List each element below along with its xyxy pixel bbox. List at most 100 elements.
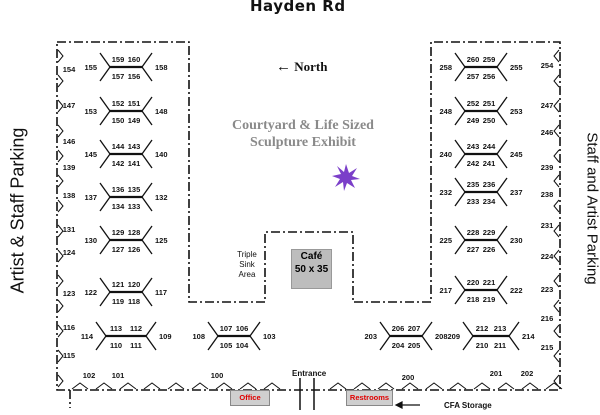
booth-wall (99, 153, 111, 169)
wall-booth-edge (545, 382, 563, 390)
booth-wall (141, 182, 153, 198)
booth-wall (99, 96, 111, 112)
booth-129: 129 (112, 228, 125, 237)
booth-140: 140 (155, 150, 168, 159)
wall-booth-edge (215, 382, 233, 390)
arrow-left-icon: ← (276, 59, 291, 75)
booth-244: 244 (483, 142, 496, 151)
booth-247: 247 (541, 101, 554, 110)
booth-251: 251 (483, 99, 496, 108)
booth-217: 217 (439, 286, 452, 295)
booth-106: 106 (236, 324, 249, 333)
booth-wall (496, 66, 508, 82)
booth-157: 157 (112, 72, 125, 81)
wall-booth-edge (57, 324, 64, 338)
booth-152: 152 (112, 99, 125, 108)
booth-255: 255 (510, 63, 523, 72)
booth-wall (496, 52, 508, 68)
booth-105: 105 (220, 341, 233, 350)
booth-wall (496, 239, 508, 255)
booth-104: 104 (236, 341, 249, 350)
booth-wall (141, 96, 153, 112)
booth-125: 125 (155, 236, 168, 245)
booth-149: 149 (128, 116, 141, 125)
wall-booth-edge (553, 274, 560, 288)
cafe-area: Café 50 x 35 (291, 249, 332, 289)
booth-227: 227 (467, 245, 480, 254)
booth-134: 134 (112, 202, 125, 211)
booth-wall (99, 139, 111, 155)
wall-booth-edge (553, 324, 560, 338)
cafe-name: Café (300, 251, 323, 262)
booth-wall (99, 110, 111, 126)
wall-booth-edge (57, 374, 64, 388)
wall-booth-edge (553, 249, 560, 263)
booth-wall (496, 275, 508, 291)
north-indicator: ← North (276, 59, 327, 76)
booth-135: 135 (128, 185, 141, 194)
booth-223: 223 (541, 285, 554, 294)
courtyard-line-1: Courtyard & Life Sized (232, 118, 374, 133)
booth-158: 158 (155, 63, 168, 72)
wall-booth-edge (57, 349, 64, 363)
courtyard-label: Courtyard & Life Sized Sculpture Exhibit (228, 117, 378, 151)
wall-booth-edge (553, 49, 560, 63)
booth-wall (141, 139, 153, 155)
booth-wall (496, 139, 508, 155)
wall-booth-edge (553, 74, 560, 88)
booth-130: 130 (84, 236, 97, 245)
booth-226: 226 (483, 245, 496, 254)
wall-booth-edge (57, 74, 64, 88)
booth-254: 254 (541, 61, 554, 70)
booth-131: 131 (63, 225, 76, 234)
wall-booth-edge (191, 382, 209, 390)
booth-141: 141 (128, 159, 141, 168)
booth-202: 202 (521, 369, 534, 378)
booth-wall (421, 321, 433, 337)
courtyard-line-2: Sculpture Exhibit (250, 135, 356, 150)
booth-wall (99, 291, 111, 307)
booth-232: 232 (439, 188, 452, 197)
booth-219: 219 (483, 295, 496, 304)
booth-137: 137 (84, 193, 97, 202)
booth-wall (99, 196, 111, 212)
booth-256: 256 (483, 72, 496, 81)
booth-208: 208 (435, 332, 448, 341)
booth-wall (207, 335, 219, 351)
wall-booth-edge (143, 382, 161, 390)
wall-booth-edge (473, 382, 491, 390)
booth-100: 100 (211, 371, 224, 380)
wall-booth-edge (57, 49, 64, 63)
booth-200: 200 (402, 373, 415, 382)
wall-booth-edge (401, 382, 419, 390)
sink-line-1: Triple (237, 250, 257, 259)
booth-wall (207, 321, 219, 337)
booth-238: 238 (541, 190, 554, 199)
booth-132: 132 (155, 193, 168, 202)
booth-wall (508, 321, 520, 337)
booth-wall (141, 291, 153, 307)
booth-127: 127 (112, 245, 125, 254)
booth-248: 248 (439, 107, 452, 116)
sink-line-3: Area (238, 270, 256, 279)
wall-booth-edge (167, 382, 185, 390)
sink-line-2: Sink (239, 260, 255, 269)
office-room: Office (230, 390, 270, 406)
booth-wall (454, 289, 466, 305)
booth-wall (508, 335, 520, 351)
left-parking-label: Artist & Staff Parking (7, 127, 28, 294)
booth-wall (496, 153, 508, 169)
booth-214: 214 (522, 332, 535, 341)
wall-booth-edge (71, 382, 89, 390)
booth-wall (141, 225, 153, 241)
booth-145: 145 (84, 150, 97, 159)
booth-215: 215 (541, 343, 554, 352)
wall-booth-edge (553, 124, 560, 138)
booth-wall (454, 96, 466, 112)
booth-151: 151 (128, 99, 141, 108)
wall-booth-edge (57, 199, 64, 213)
wall-booth-edge (119, 382, 137, 390)
booth-209: 209 (447, 332, 460, 341)
booth-218: 218 (467, 295, 480, 304)
booth-wall (496, 225, 508, 241)
